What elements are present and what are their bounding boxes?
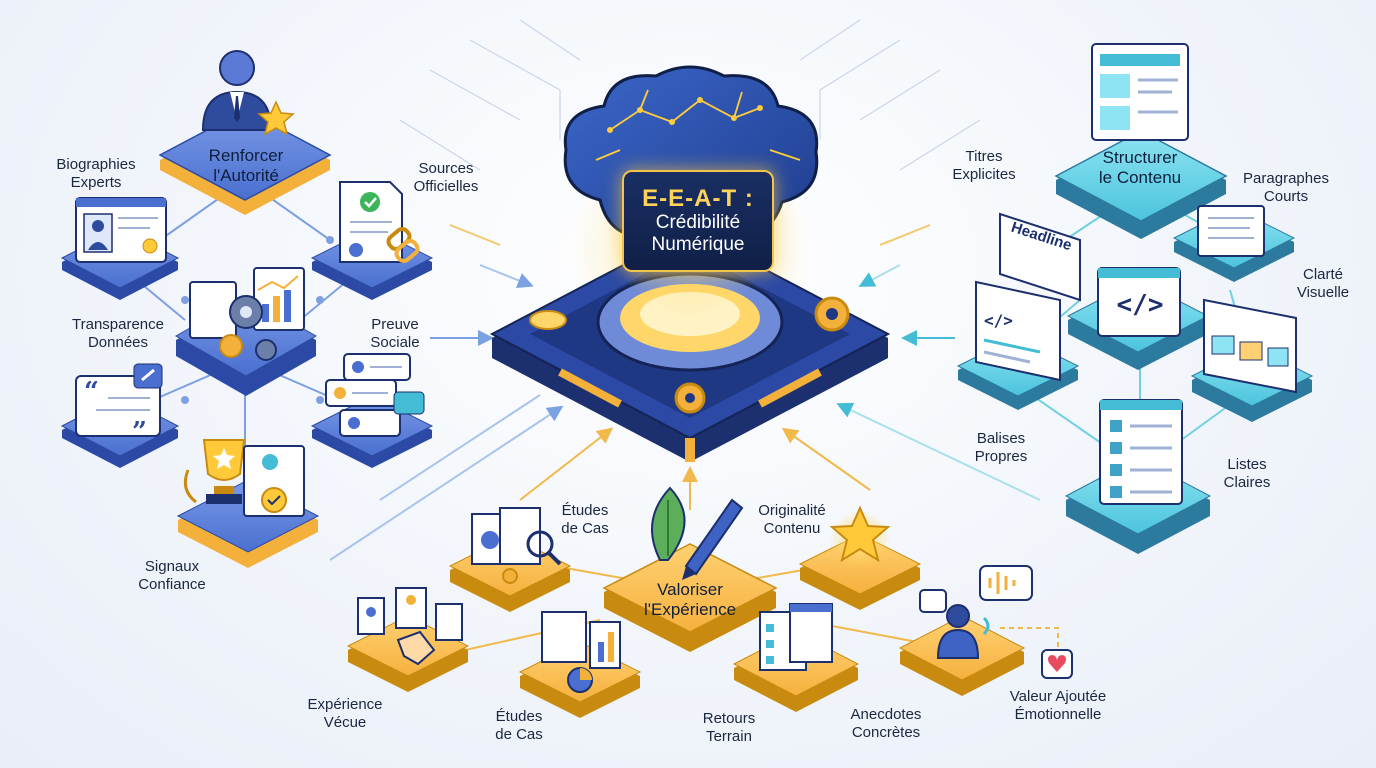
headline-card xyxy=(999,212,1081,302)
experience-hub-tile xyxy=(602,486,778,652)
vecue-tile xyxy=(346,587,470,692)
retours-tile xyxy=(732,603,860,712)
label-originalite-contenu: Originalité Contenu xyxy=(758,502,826,537)
label-titres-explicites: Titres Explicites xyxy=(952,148,1016,183)
structure-hub-tile xyxy=(1054,43,1228,239)
label-balises-propres: Balises Propres xyxy=(974,430,1028,465)
hub-label-experience: Valoriser l'Expérience xyxy=(643,580,737,619)
hub-label-structure: Structurer le Contenu xyxy=(1098,148,1182,187)
label-retours-terrain: Retours Terrain xyxy=(702,710,756,745)
arrows xyxy=(329,224,1041,561)
label-transparence-donnees: Transparence Données xyxy=(72,316,164,351)
authority-hub-tile xyxy=(158,109,332,215)
hub-label-authority: Renforcer l'Autorité xyxy=(208,146,284,185)
eeat-core-panel: E-E-A-T : Crédibilité Numérique xyxy=(622,170,774,272)
label-experience-vecue: Expérience Vécue xyxy=(307,696,383,731)
clarte-tile xyxy=(1190,298,1314,422)
label-paragraphes-courts: Paragraphes Courts xyxy=(1243,170,1329,205)
label-etudes-de-cas-top: Études de Cas xyxy=(561,502,609,537)
label-valeur-ajoutee-emotionnelle: Valeur Ajoutée Émotionnelle xyxy=(1009,688,1107,723)
bio-tile xyxy=(60,197,180,300)
label-sources-officielles: Sources Officielles xyxy=(413,160,479,195)
signaux-tile xyxy=(176,439,320,568)
paragraphes-tile xyxy=(1172,205,1296,282)
expert-person-icon xyxy=(201,50,273,131)
quote-tile: “ ” xyxy=(60,363,180,468)
label-preuve-sociale: Preuve Sociale xyxy=(370,316,420,351)
label-signaux-confiance: Signaux Confiance xyxy=(138,558,206,593)
svg-text:“: “ xyxy=(84,377,99,407)
eeat-subtitle: Crédibilité Numérique xyxy=(651,212,745,255)
sources-tile xyxy=(310,181,434,300)
code-tile xyxy=(1066,267,1210,370)
valeur-tile xyxy=(898,565,1073,696)
svg-text:</>: </> xyxy=(984,311,1013,330)
listes-tile xyxy=(1064,399,1212,554)
star-icon xyxy=(257,100,295,136)
label-clarte-visuelle: Clarté Visuelle xyxy=(1296,266,1350,301)
eeat-title: E-E-A-T : xyxy=(642,185,754,212)
balises-tile: </> xyxy=(956,280,1080,410)
label-biographies-experts: Biographies Experts xyxy=(56,156,136,191)
originalite-tile xyxy=(798,505,922,610)
label-anecdotes-concretes: Anecdotes Concrètes xyxy=(850,706,922,741)
svg-text:”: ” xyxy=(132,417,147,447)
preuve-tile xyxy=(310,353,434,468)
transparence-tile xyxy=(174,267,318,396)
label-listes-claires: Listes Claires xyxy=(1223,456,1271,491)
etudes-top-tile xyxy=(448,507,572,612)
code-card-text: </> xyxy=(1116,290,1164,320)
background-circuit-lines xyxy=(399,19,981,171)
etudes-bottom-tile xyxy=(518,611,642,718)
label-etudes-de-cas-bottom: Études de Cas xyxy=(495,708,543,743)
